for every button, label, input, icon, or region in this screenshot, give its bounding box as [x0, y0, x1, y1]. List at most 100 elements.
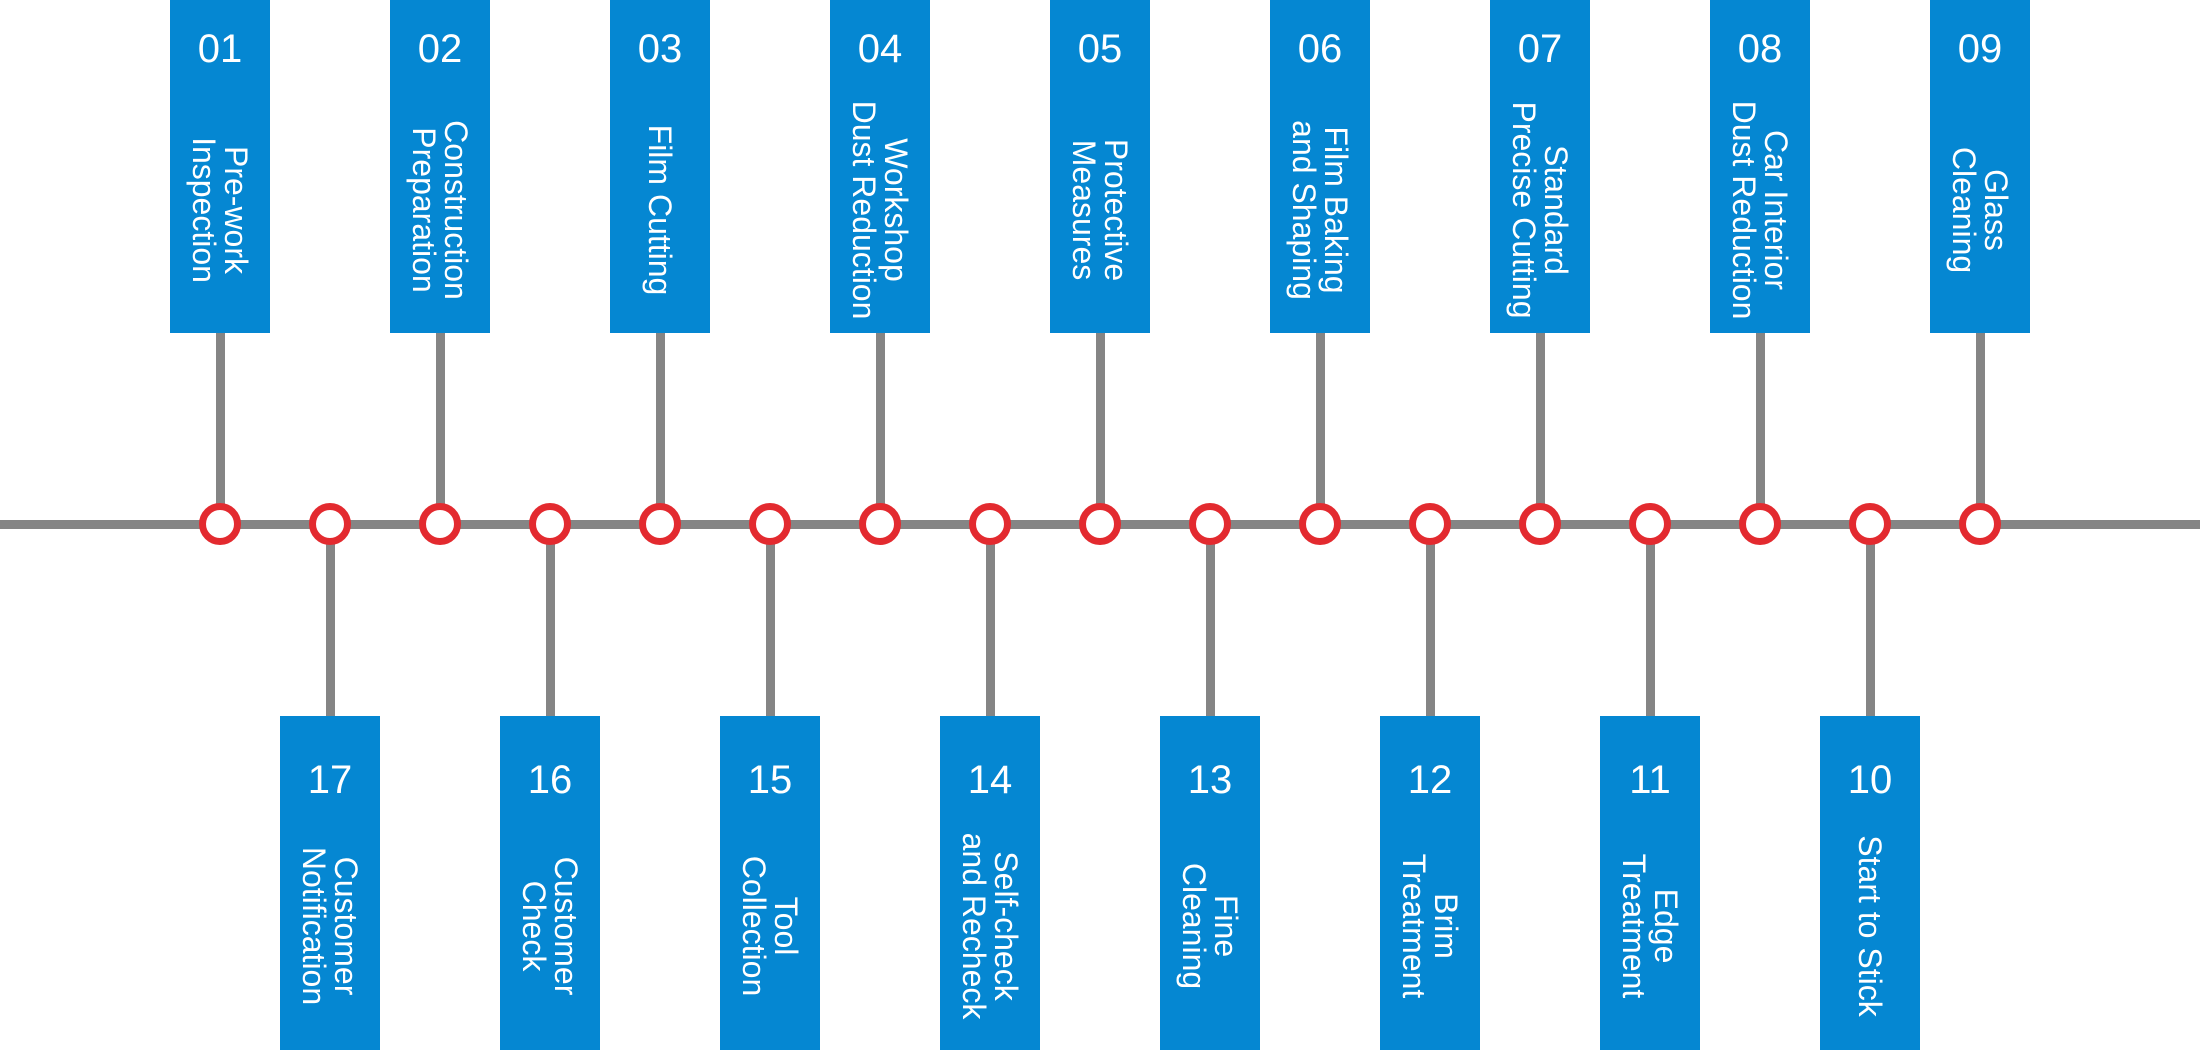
step-label-area: Fine Cleaning — [1160, 814, 1260, 1038]
step-label-area: Standard Precise Cutting — [1490, 98, 1590, 321]
step-connector — [1206, 524, 1215, 716]
step-connector — [766, 524, 775, 716]
step-marker-circle — [859, 503, 901, 545]
step-connector — [656, 330, 665, 520]
step-label-area: Edge Treatment — [1600, 814, 1700, 1038]
step-label: Start to Stick — [1852, 835, 1888, 1017]
step-label: Standard Precise Cutting — [1506, 101, 1574, 318]
step-label: Pre-work Inspection — [186, 136, 254, 283]
step-label: Glass Cleaning — [1946, 146, 2014, 273]
step-label: Protective Measures — [1066, 138, 1134, 281]
step-number: 10 — [1847, 758, 1893, 802]
step-label-area: Construction Preparation — [390, 98, 490, 321]
step-number: 05 — [1077, 27, 1123, 71]
step-label: Edge Treatment — [1616, 853, 1684, 999]
step-marker-circle — [199, 503, 241, 545]
step-connector — [876, 330, 885, 520]
step-connector — [1096, 330, 1105, 520]
step-connector — [1976, 330, 1985, 520]
step-marker-circle — [1079, 503, 1121, 545]
step-label: Film Baking and Shaping — [1286, 119, 1354, 300]
step-label: Construction Preparation — [406, 119, 474, 300]
step-label-area: Brim Treatment — [1380, 814, 1480, 1038]
step-number: 08 — [1737, 27, 1783, 71]
step-marker-circle — [1299, 503, 1341, 545]
step-marker-circle — [309, 503, 351, 545]
step-number: 04 — [857, 27, 903, 71]
step-connector — [216, 330, 225, 520]
step-label: Fine Cleaning — [1176, 862, 1244, 990]
step-label-area: Workshop Dust Reduction — [830, 98, 930, 321]
step-label: Self-check and Recheck — [956, 832, 1024, 1020]
step-marker-circle — [1189, 503, 1231, 545]
step-label-area: Car Interior Dust Reduction — [1710, 98, 1810, 321]
step-number: 07 — [1517, 27, 1563, 71]
step-marker-circle — [1519, 503, 1561, 545]
step-connector — [326, 524, 335, 716]
step-label-area: Pre-work Inspection — [170, 98, 270, 321]
step-number: 15 — [747, 758, 793, 802]
step-label: Film Cutting — [642, 124, 678, 295]
step-number: 11 — [1629, 758, 1671, 802]
step-marker-circle — [1629, 503, 1671, 545]
step-label-area: Protective Measures — [1050, 98, 1150, 321]
step-label-area: Start to Stick — [1820, 814, 1920, 1038]
step-label: Car Interior Dust Reduction — [1726, 100, 1794, 319]
step-connector — [1866, 524, 1875, 716]
step-connector — [1756, 330, 1765, 520]
step-marker-circle — [529, 503, 571, 545]
step-label-area: Film Cutting — [610, 98, 710, 321]
step-label-area: Customer Check — [500, 814, 600, 1038]
step-label: Workshop Dust Reduction — [846, 100, 914, 319]
step-marker-circle — [749, 503, 791, 545]
step-connector — [1316, 330, 1325, 520]
step-label: Customer Notification — [296, 846, 364, 1006]
step-marker-circle — [1849, 503, 1891, 545]
step-label: Brim Treatment — [1396, 853, 1464, 999]
step-number: 13 — [1187, 758, 1233, 802]
step-number: 16 — [527, 758, 573, 802]
step-number: 14 — [967, 758, 1013, 802]
step-number: 12 — [1407, 758, 1453, 802]
step-connector — [1646, 524, 1655, 716]
step-marker-circle — [1739, 503, 1781, 545]
step-label: Customer Check — [516, 856, 584, 996]
step-marker-circle — [639, 503, 681, 545]
step-connector — [1536, 330, 1545, 520]
step-label-area: Self-check and Recheck — [940, 814, 1040, 1038]
step-number: 03 — [637, 27, 683, 71]
step-marker-circle — [1959, 503, 2001, 545]
step-marker-circle — [969, 503, 1011, 545]
step-marker-circle — [419, 503, 461, 545]
step-number: 01 — [197, 27, 243, 71]
